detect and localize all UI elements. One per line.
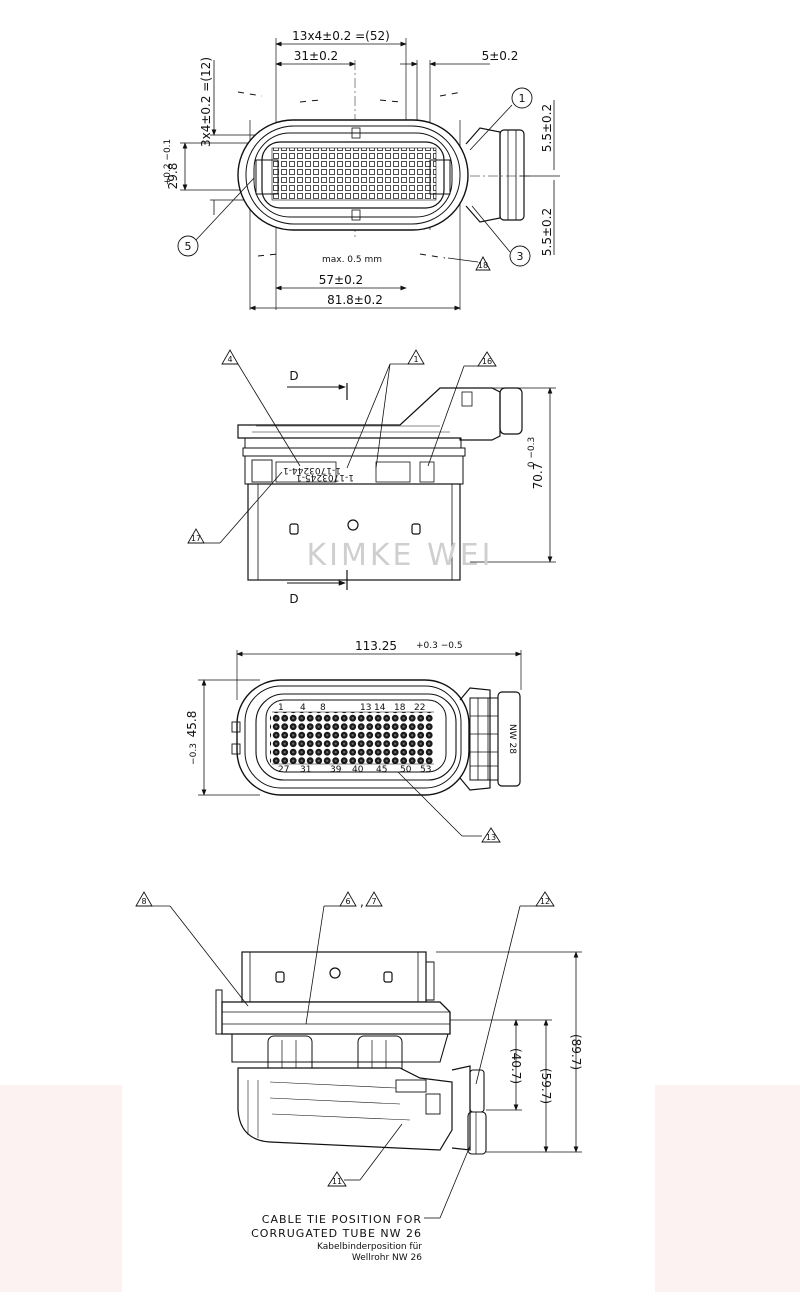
pin-number: 13 bbox=[360, 703, 371, 713]
triangle-16: 16 bbox=[477, 351, 497, 367]
side-view bbox=[204, 363, 556, 590]
svg-text:4: 4 bbox=[227, 355, 232, 364]
dim-40-7: (40.7) bbox=[509, 1048, 523, 1084]
top-view-labels: 13x4±0.2 =(52) 31±0.2 5±0.2 3x4±0.2 =(12… bbox=[163, 29, 554, 307]
dim-81-8: 81.8±0.2 bbox=[327, 293, 383, 307]
dim-5: 5±0.2 bbox=[482, 49, 519, 63]
pin-number: 53 bbox=[420, 765, 431, 775]
dim-height-side: 70.7 bbox=[531, 463, 545, 490]
dim-31: 31±0.2 bbox=[294, 49, 338, 63]
dim-width-front: 113.25 bbox=[355, 639, 397, 653]
top-view bbox=[180, 38, 560, 311]
svg-text:7: 7 bbox=[371, 897, 376, 906]
balloon-5: 5 bbox=[177, 235, 199, 257]
section-mark-top: D bbox=[289, 369, 298, 383]
triangle-7: 7 bbox=[365, 891, 383, 907]
svg-text:1: 1 bbox=[519, 92, 526, 105]
triangle-17: 17 bbox=[187, 528, 205, 544]
triangle-18: 18 bbox=[475, 256, 491, 271]
triangle-1: 1 bbox=[407, 349, 425, 365]
pin-number: 22 bbox=[414, 703, 425, 713]
nw-28-label: NW 28 bbox=[507, 724, 517, 754]
cable-tie-note-de-line-2: Wellrohr NW 26 bbox=[352, 1253, 422, 1263]
dim-55-bottom: 5.5±0.2 bbox=[540, 208, 554, 256]
pin-number: 31 bbox=[300, 765, 311, 775]
pin-number: 18 bbox=[394, 703, 406, 713]
triangle-4: 4 bbox=[221, 349, 239, 365]
dim-height-front: 45.8 bbox=[185, 711, 199, 738]
side-view-labels: D D 1-1703244-1 1-1703245-1 70.7 0 −0.3 … bbox=[187, 349, 545, 606]
cable-tie-note-line-1: CABLE TIE POSITION FOR bbox=[262, 1213, 422, 1226]
bottom-view bbox=[152, 905, 582, 1219]
dim-57: 57±0.2 bbox=[319, 273, 363, 287]
front-view-labels: 113.25 +0.3 −0.5 45.8 −0.3 NW 28 1 4 8 1… bbox=[185, 639, 517, 843]
pin-numbers: 1 4 8 13 14 18 22 27 31 39 40 45 50 53 bbox=[278, 703, 431, 775]
svg-text:17: 17 bbox=[191, 534, 201, 543]
pin-number: 50 bbox=[400, 765, 412, 775]
pin-number: 27 bbox=[278, 765, 289, 775]
dim-height-top: 29.8 bbox=[166, 163, 180, 190]
dim-height-side-tol: 0 −0.3 bbox=[527, 437, 537, 467]
svg-text:11: 11 bbox=[332, 1177, 342, 1186]
dim-height-front-tol: −0.3 bbox=[189, 743, 199, 765]
section-mark-bottom: D bbox=[289, 592, 298, 606]
svg-text:13: 13 bbox=[486, 833, 496, 842]
dim-height-top-tol: +0.2 −0.1 bbox=[163, 139, 173, 186]
svg-text:5: 5 bbox=[185, 240, 192, 253]
dim-55-top: 5.5±0.2 bbox=[540, 104, 554, 152]
svg-text:18: 18 bbox=[478, 261, 488, 270]
svg-text:1: 1 bbox=[413, 355, 418, 364]
balloon-3: 3 bbox=[509, 245, 531, 267]
balloon-1: 1 bbox=[511, 87, 533, 109]
pin-number: 8 bbox=[320, 703, 326, 713]
triangle-11: 11 bbox=[327, 1171, 347, 1187]
cable-tie-note-line-2: CORRUGATED TUBE NW 26 bbox=[251, 1227, 422, 1240]
svg-text:16: 16 bbox=[482, 357, 492, 366]
pin-number: 4 bbox=[300, 703, 306, 713]
dim-width-front-tol: +0.3 −0.5 bbox=[416, 641, 463, 651]
note-max-gap: max. 0.5 mm bbox=[322, 255, 382, 265]
svg-text:12: 12 bbox=[540, 897, 550, 906]
svg-text:6: 6 bbox=[345, 897, 350, 906]
svg-text:8: 8 bbox=[141, 897, 146, 906]
triangle-13: 13 bbox=[481, 827, 501, 843]
bottom-view-labels: (40.7) (59.7) (89.7) CABLE TIE POSITION … bbox=[135, 891, 583, 1263]
part-number-b: 1-1703245-1 bbox=[296, 472, 354, 482]
watermark: KIMKE WEI bbox=[306, 538, 493, 573]
triangle-12: 12 bbox=[535, 891, 555, 907]
triangle-8: 8 bbox=[135, 891, 153, 907]
part-number-a: 1-1703244-1 bbox=[283, 465, 341, 475]
pin-number: 14 bbox=[374, 703, 386, 713]
pin-number: 40 bbox=[352, 765, 364, 775]
front-view bbox=[198, 650, 522, 837]
dim-59-7: (59.7) bbox=[539, 1068, 553, 1104]
dim-89-7: (89.7) bbox=[569, 1034, 583, 1070]
dim-pitch-total: 13x4±0.2 =(52) bbox=[292, 29, 390, 43]
separator-comma: , bbox=[360, 895, 364, 909]
triangle-6: 6 bbox=[339, 891, 357, 907]
cable-tie-note-de-line-1: Kabelbinderposition für bbox=[317, 1242, 422, 1252]
svg-text:3: 3 bbox=[517, 250, 524, 263]
pin-number: 1 bbox=[278, 703, 284, 713]
pin-number: 45 bbox=[376, 765, 387, 775]
dim-rows: 3x4±0.2 =(12) bbox=[199, 57, 213, 147]
pin-number: 39 bbox=[330, 765, 342, 775]
